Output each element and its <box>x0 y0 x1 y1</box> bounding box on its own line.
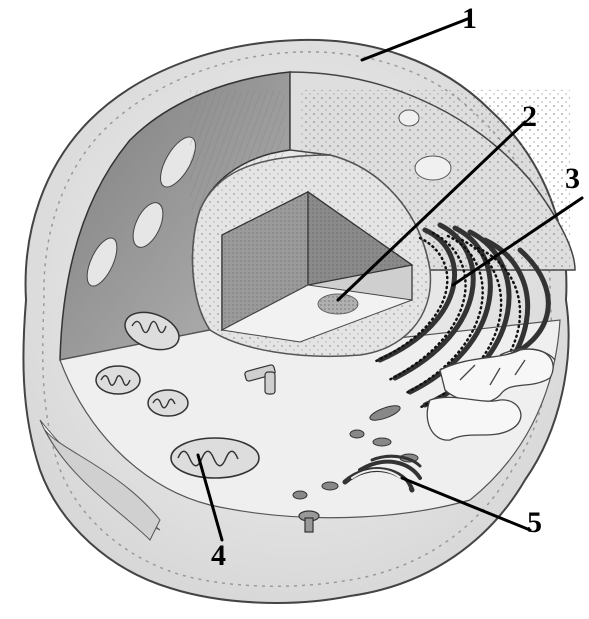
leader-line-1 <box>362 18 470 60</box>
label-4: 4 <box>211 539 226 572</box>
mitochondrion-b <box>96 366 140 394</box>
label-1: 1 <box>462 2 477 35</box>
label-2: 2 <box>522 100 537 133</box>
mitochondrion-d <box>171 438 259 478</box>
label-5: 5 <box>527 506 542 539</box>
label-3: 3 <box>565 162 580 195</box>
mitochondrion-c <box>148 390 188 416</box>
